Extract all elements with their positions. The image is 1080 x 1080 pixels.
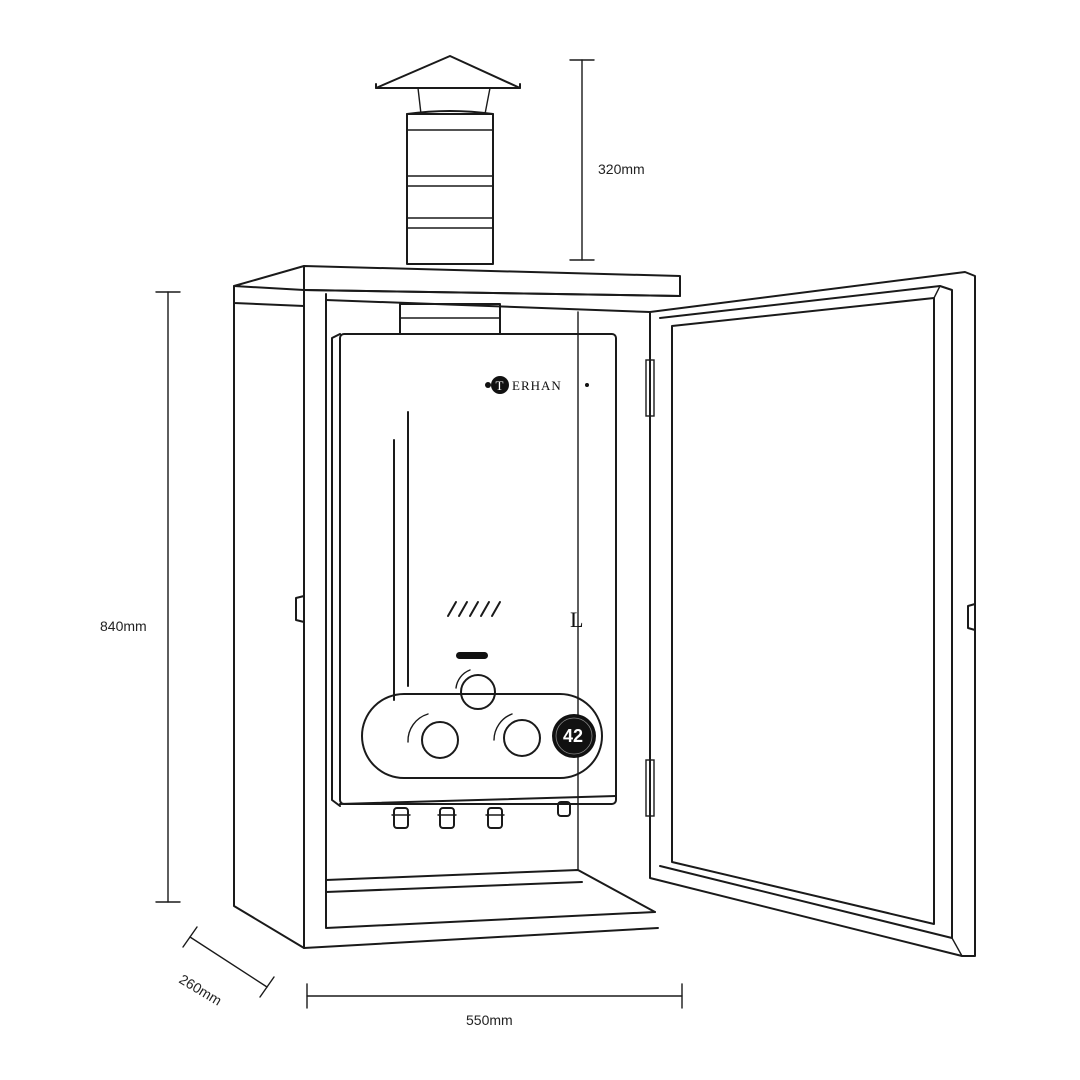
cabinet-body: [233, 265, 681, 949]
chimney: [375, 55, 521, 265]
temperature-display-value: 42: [563, 726, 583, 746]
capacity-mark: L: [570, 607, 583, 632]
water-heater: T ERHAN L: [331, 333, 617, 829]
right-control-knob[interactable]: [493, 713, 541, 757]
top-control-knob[interactable]: [455, 669, 496, 710]
cabinet-depth-label: 260mm: [176, 971, 224, 1009]
cabinet-width-label: 550mm: [466, 1012, 513, 1028]
control-panel: [361, 693, 603, 779]
chimney-height-dimension: 320mm: [569, 59, 645, 261]
temperature-display: 42: [552, 714, 596, 758]
brand-logo-name: ERHAN: [512, 378, 562, 393]
indicator-bar: [456, 652, 488, 659]
flame-indicator-icon: [447, 601, 501, 617]
brand-logo-initial: T: [496, 378, 504, 393]
left-control-knob[interactable]: [407, 713, 459, 759]
cabinet-depth-dimension: 260mm: [176, 926, 275, 1009]
pipe-connectors: [391, 801, 571, 829]
cabinet-door: [645, 271, 976, 957]
chimney-height-label: 320mm: [598, 161, 645, 177]
cabinet-width-dimension: 550mm: [306, 983, 683, 1028]
cabinet-height-dimension: 840mm: [100, 291, 181, 903]
brand-logo: T ERHAN: [485, 376, 589, 394]
cabinet-height-label: 840mm: [100, 618, 147, 634]
